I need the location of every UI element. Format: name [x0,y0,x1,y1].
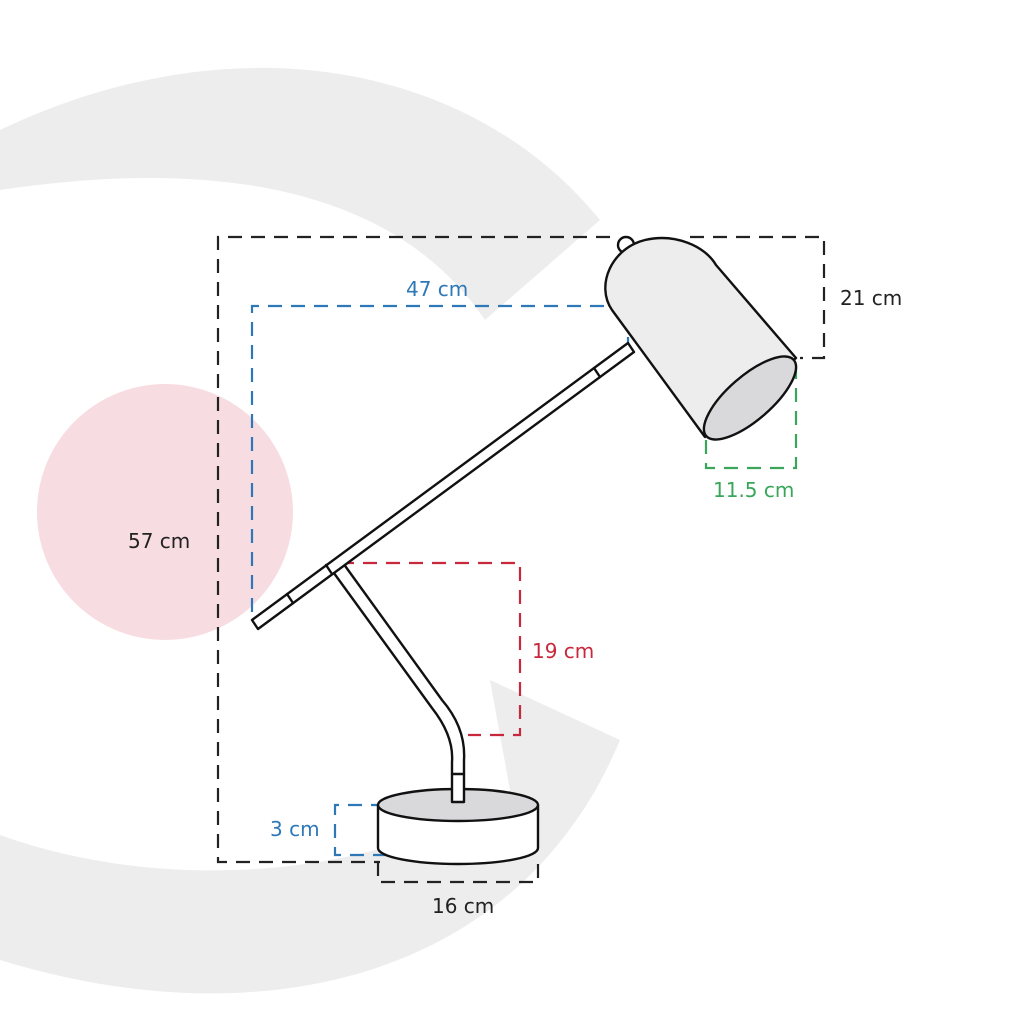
lamp-lower-stem [329,561,466,804]
stem-dimension-lines [340,561,522,737]
watermark-circle [37,384,293,640]
overall-height-label: 57 cm [128,529,190,553]
base-diameter-bracket [376,862,540,884]
arm-reach-bracket [250,304,630,612]
stem-height-bracket [340,561,522,737]
watermark-logo [0,67,620,994]
lamp-shade [604,235,798,441]
shade-diameter-label: 11.5 cm [713,478,794,502]
shade-height-label: 21 cm [840,286,902,310]
stem-height-label: 19 cm [532,639,594,663]
shade-dimension-lines [704,362,798,470]
overall-dimension-lines [216,235,826,884]
shade-diameter-bracket [704,362,798,470]
watermark-arc-top [0,67,600,320]
lamp-upper-arm [250,341,636,631]
base-height-label: 3 cm [270,817,320,841]
lamp-illustration [250,235,798,866]
base-diameter-label: 16 cm [432,894,494,918]
arm-reach-label: 47 cm [406,277,468,301]
watermark-arc-bottom [0,680,620,994]
dimension-labels: 57 cm 47 cm 21 cm 11.5 cm 19 cm 3 cm 16 … [128,277,902,918]
base-height-bracket [333,803,385,857]
shade-height-bracket [690,235,826,360]
overall-height-bracket [216,235,610,864]
